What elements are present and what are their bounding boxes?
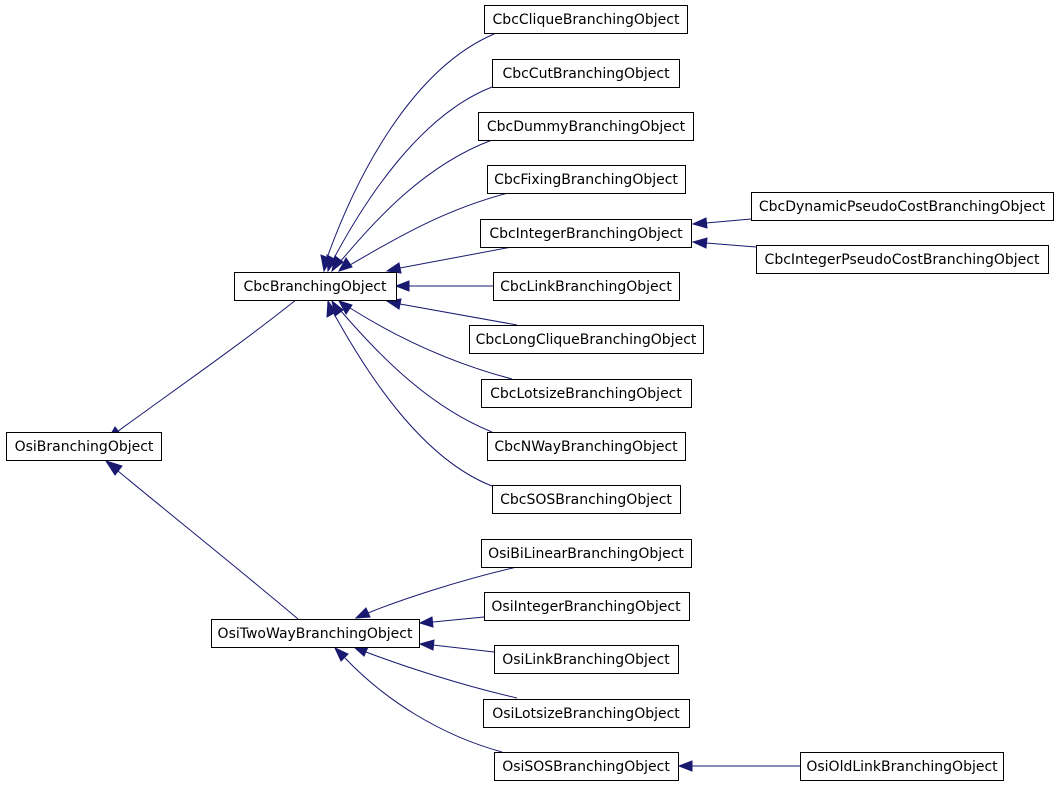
edge-osisos-to-ositwoway	[344, 657, 503, 753]
node-cbc-integer-branching-object[interactable]: CbcIntegerBranchingObject	[480, 219, 692, 248]
edge-cbcfixing-to-cbcbranching	[349, 191, 513, 266]
node-label: OsiIntegerBranchingObject	[491, 599, 681, 615]
node-cbc-clique-branching-object[interactable]: CbcCliqueBranchingObject	[484, 5, 688, 34]
edge-osilotsize-to-ositwoway	[365, 651, 518, 699]
node-label: CbcIntegerPseudoCostBranchingObject	[765, 252, 1040, 268]
arrowhead	[394, 280, 410, 292]
arrowhead	[326, 299, 337, 318]
edge-cbccut-to-cbcbranching	[332, 86, 493, 261]
edge-cbcsos-to-cbcbranching	[332, 311, 493, 487]
node-cbc-branching-object[interactable]: CbcBranchingObject	[234, 272, 397, 301]
edge-cbclongclique-to-cbcbranching	[399, 303, 518, 326]
node-label: CbcFixingBranchingObject	[494, 172, 678, 188]
edge-ositwoway-to-osibranching	[117, 470, 299, 620]
node-label: CbcLinkBranchingObject	[500, 279, 672, 295]
node-label: CbcLongCliqueBranchingObject	[476, 332, 697, 348]
node-osi-integer-branching-object[interactable]: OsiIntegerBranchingObject	[484, 592, 690, 621]
node-osi-link-branching-object[interactable]: OsiLinkBranchingObject	[494, 645, 679, 674]
node-cbc-fixing-branching-object[interactable]: CbcFixingBranchingObject	[487, 165, 686, 194]
node-cbc-nway-branching-object[interactable]: CbcNWayBranchingObject	[487, 432, 686, 461]
edge-cbcdummy-to-cbcbranching	[339, 139, 493, 263]
node-cbc-cut-branching-object[interactable]: CbcCutBranchingObject	[492, 59, 680, 88]
node-label: CbcIntegerBranchingObject	[489, 226, 683, 242]
edge-cbcbranching-to-osibranching	[116, 298, 298, 433]
node-label: OsiTwoWayBranchingObject	[218, 626, 413, 642]
node-osi-branching-object[interactable]: OsiBranchingObject	[6, 432, 162, 461]
node-label: CbcSOSBranchingObject	[500, 492, 672, 508]
arrowhead	[418, 639, 435, 651]
node-cbc-integer-pseudo-cost-branching-object[interactable]: CbcIntegerPseudoCostBranchingObject	[756, 245, 1049, 274]
node-cbc-dynamic-pseudo-cost-branching-object[interactable]: CbcDynamicPseudoCostBranchingObject	[751, 192, 1054, 221]
edge-cbcdynamic-to-cbcinteger	[705, 218, 752, 224]
arrowhead	[331, 255, 344, 273]
edge-osibilinear-to-ositwoway	[367, 566, 518, 614]
arrowhead	[354, 607, 371, 619]
node-label: OsiLotsizeBranchingObject	[492, 706, 680, 722]
nodes: CbcCliqueBranchingObject CbcCutBranching…	[6, 5, 1054, 781]
node-cbc-lotsize-branching-object[interactable]: CbcLotsizeBranchingObject	[481, 379, 692, 408]
node-label: CbcCutBranchingObject	[502, 66, 670, 82]
arrowhead	[418, 616, 434, 628]
arrowhead	[677, 760, 693, 772]
node-cbc-dummy-branching-object[interactable]: CbcDummyBranchingObject	[478, 112, 694, 141]
edge-cbcintpseudo-to-cbcinteger	[705, 242, 757, 248]
arrowhead	[326, 254, 337, 273]
edge-osiinteger-to-ositwoway	[432, 616, 485, 623]
node-osi-lotsize-branching-object[interactable]: OsiLotsizeBranchingObject	[483, 699, 690, 728]
arrowhead	[104, 460, 123, 476]
arrowhead	[691, 217, 708, 229]
edge-cbcnway-to-cbcbranching	[339, 309, 493, 433]
node-label: OsiOldLinkBranchingObject	[806, 759, 998, 775]
node-label: OsiBranchingObject	[15, 439, 154, 455]
arrowhead	[352, 646, 369, 657]
edges	[104, 33, 800, 772]
node-label: OsiLinkBranchingObject	[502, 652, 670, 668]
node-label: OsiSOSBranchingObject	[502, 759, 670, 775]
arrowhead	[333, 646, 349, 662]
edge-osilink-to-osi-twoway	[432, 644, 495, 653]
arrowhead	[337, 257, 353, 272]
node-label: CbcCliqueBranchingObject	[493, 12, 680, 28]
node-label: CbcNWayBranchingObject	[494, 439, 678, 455]
arrowhead	[691, 237, 708, 249]
node-label: CbcDummyBranchingObject	[487, 119, 686, 135]
edge-cbclotsize-to-cbcbranching	[349, 307, 513, 380]
node-label: OsiBiLinearBranchingObject	[488, 546, 684, 562]
node-cbc-sos-branching-object[interactable]: CbcSOSBranchingObject	[492, 485, 681, 514]
node-osi-old-link-branching-object[interactable]: OsiOldLinkBranchingObject	[800, 752, 1004, 781]
node-label: CbcLotsizeBranchingObject	[490, 386, 682, 402]
node-cbc-link-branching-object[interactable]: CbcLinkBranchingObject	[493, 272, 680, 301]
node-label: CbcBranchingObject	[244, 279, 387, 295]
arrowhead	[385, 262, 402, 274]
edge-cbcinteger-to-cbcbranching	[399, 245, 518, 269]
node-cbc-long-clique-branching-object[interactable]: CbcLongCliqueBranchingObject	[469, 325, 704, 354]
node-osi-sos-branching-object[interactable]: OsiSOSBranchingObject	[494, 752, 679, 781]
node-osi-two-way-branching-object[interactable]: OsiTwoWayBranchingObject	[211, 619, 420, 648]
arrowhead	[337, 300, 353, 315]
node-label: CbcDynamicPseudoCostBranchingObject	[759, 199, 1046, 215]
edge-cbcclique-to-cbcbranching	[326, 33, 495, 259]
node-osi-bilinear-branching-object[interactable]: OsiBiLinearBranchingObject	[481, 539, 692, 568]
